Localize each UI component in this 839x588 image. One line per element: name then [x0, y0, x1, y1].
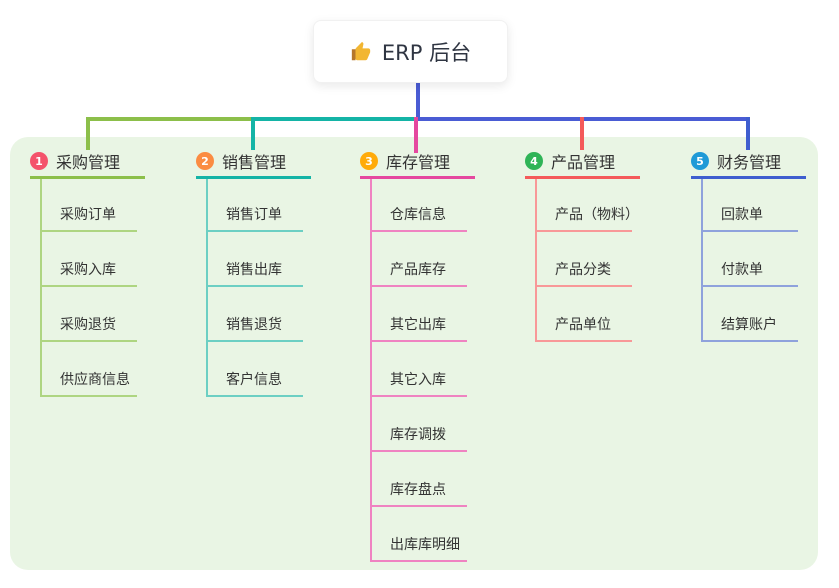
connector-drop-branch-5 [746, 117, 750, 150]
node-sales-return[interactable]: 销售退货 [206, 314, 303, 342]
connector-drop-branch-4 [580, 117, 584, 150]
branch-finance-label: 财务管理 [717, 153, 782, 172]
branch-inventory-header[interactable]: 3 库存管理 [360, 148, 478, 174]
branch-finance-underline [691, 176, 806, 179]
node-settlement-account[interactable]: 结算账户 [701, 314, 798, 342]
branch-inventory: 3 库存管理 仓库信息 产品库存 其它出库 其它入库 库存调拨 库存盘点 出库库… [360, 148, 478, 562]
branch-finance-badge: 5 [691, 152, 709, 170]
connector-drop-branch-3 [414, 117, 418, 153]
branch-finance: 5 财务管理 回款单 付款单 结算账户 [691, 148, 809, 342]
node-other-inbound[interactable]: 其它入库 [370, 369, 467, 397]
branch-sales: 2 销售管理 销售订单 销售出库 销售退货 客户信息 [196, 148, 314, 397]
branch-purchase-header[interactable]: 1 采购管理 [30, 148, 148, 174]
branch-inventory-label: 库存管理 [386, 153, 451, 172]
node-stock-transfer[interactable]: 库存调拨 [370, 424, 467, 452]
root-node-erp[interactable]: ERP 后台 [313, 20, 508, 83]
connector-drop-branch-2 [251, 117, 255, 150]
node-outbound-detail[interactable]: 出库库明细 [370, 534, 467, 562]
branch-product-spine [535, 179, 537, 342]
node-product-stock[interactable]: 产品库存 [370, 259, 467, 287]
node-warehouse-info[interactable]: 仓库信息 [370, 204, 467, 232]
node-supplier-info[interactable]: 供应商信息 [40, 369, 137, 397]
branch-purchase-spine [40, 179, 42, 397]
node-purchase-return[interactable]: 采购退货 [40, 314, 137, 342]
node-sales-order[interactable]: 销售订单 [206, 204, 303, 232]
connector-drop-branch-1 [86, 117, 90, 150]
branch-sales-underline [196, 176, 311, 179]
branch-product-label: 产品管理 [551, 153, 616, 172]
branch-product: 4 产品管理 产品（物料） 产品分类 产品单位 [525, 148, 643, 342]
node-receipt-bill[interactable]: 回款单 [701, 204, 798, 232]
branch-product-header[interactable]: 4 产品管理 [525, 148, 643, 174]
branch-finance-header[interactable]: 5 财务管理 [691, 148, 809, 174]
node-customer-info[interactable]: 客户信息 [206, 369, 303, 397]
branch-sales-spine [206, 179, 208, 397]
connector-horizontal-left-green [86, 117, 253, 121]
node-product-category[interactable]: 产品分类 [535, 259, 632, 287]
branch-purchase-underline [30, 176, 145, 179]
branch-sales-badge: 2 [196, 152, 214, 170]
branch-inventory-spine [370, 179, 372, 562]
node-product-material[interactable]: 产品（物料） [535, 204, 639, 232]
root-node-label: ERP 后台 [381, 40, 472, 65]
node-purchase-inbound[interactable]: 采购入库 [40, 259, 137, 287]
connector-horizontal-mid-teal [253, 117, 416, 121]
branch-inventory-badge: 3 [360, 152, 378, 170]
connector-root-drop [416, 83, 420, 121]
node-other-outbound[interactable]: 其它出库 [370, 314, 467, 342]
branch-sales-header[interactable]: 2 销售管理 [196, 148, 314, 174]
branch-purchase-badge: 1 [30, 152, 48, 170]
node-stock-count[interactable]: 库存盘点 [370, 479, 467, 507]
branch-inventory-underline [360, 176, 475, 179]
branch-purchase: 1 采购管理 采购订单 采购入库 采购退货 供应商信息 [30, 148, 148, 397]
thumbs-up-icon [351, 41, 371, 60]
branches-background-panel [10, 137, 818, 570]
branch-finance-spine [701, 179, 703, 342]
branch-sales-label: 销售管理 [222, 153, 287, 172]
branch-product-underline [525, 176, 640, 179]
node-product-unit[interactable]: 产品单位 [535, 314, 632, 342]
node-sales-outbound[interactable]: 销售出库 [206, 259, 303, 287]
branch-purchase-label: 采购管理 [56, 153, 121, 172]
node-purchase-order[interactable]: 采购订单 [40, 204, 137, 232]
branch-product-badge: 4 [525, 152, 543, 170]
node-payment-bill[interactable]: 付款单 [701, 259, 798, 287]
